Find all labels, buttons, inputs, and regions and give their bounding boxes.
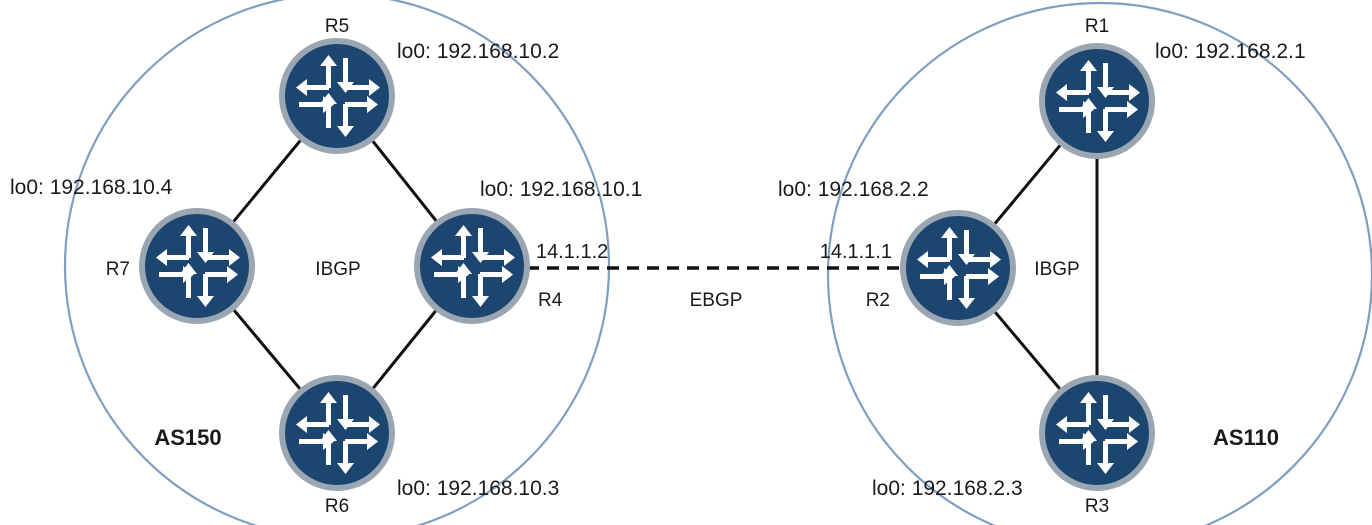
router-r5-loopback: lo0: 192.168.10.2 xyxy=(397,40,559,63)
router-r2-name: R2 xyxy=(866,290,890,311)
router-r7-name: R7 xyxy=(106,259,130,280)
r4-interface-ip: 14.1.1.2 xyxy=(536,241,608,263)
as110-boundary xyxy=(826,1,1372,525)
router-r1-icon[interactable] xyxy=(1042,46,1152,156)
router-r5-name: R5 xyxy=(325,16,349,37)
as110-name: AS110 xyxy=(1213,425,1279,450)
router-r4-icon[interactable] xyxy=(417,211,527,321)
router-r2-icon[interactable] xyxy=(903,213,1013,323)
router-r6-name: R6 xyxy=(325,496,349,517)
router-r1-name: R1 xyxy=(1085,16,1109,37)
router-r1-loopback: lo0: 192.168.2.1 xyxy=(1155,40,1306,63)
router-r6-icon[interactable] xyxy=(282,378,392,488)
as150-name: AS150 xyxy=(154,425,221,450)
router-r3-name: R3 xyxy=(1085,496,1109,517)
r2-interface-ip: 14.1.1.1 xyxy=(820,241,892,263)
ebgp-label: EBGP xyxy=(690,290,743,311)
router-r2-loopback: lo0: 192.168.2.2 xyxy=(778,178,929,201)
router-r4-loopback: lo0: 192.168.10.1 xyxy=(480,178,642,201)
router-r7-icon[interactable] xyxy=(142,211,252,321)
as150-boundary xyxy=(63,0,611,525)
as110-protocol-label: IBGP xyxy=(1034,259,1079,280)
router-r3-loopback: lo0: 192.168.2.3 xyxy=(872,477,1023,500)
router-r5-icon[interactable] xyxy=(282,41,392,151)
as150-protocol-label: IBGP xyxy=(315,259,360,280)
router-r7-loopback: lo0: 192.168.10.4 xyxy=(10,176,173,199)
router-r3-icon[interactable] xyxy=(1042,378,1152,488)
router-r4-name: R4 xyxy=(538,290,563,311)
router-r6-loopback: lo0: 192.168.10.3 xyxy=(397,477,559,500)
